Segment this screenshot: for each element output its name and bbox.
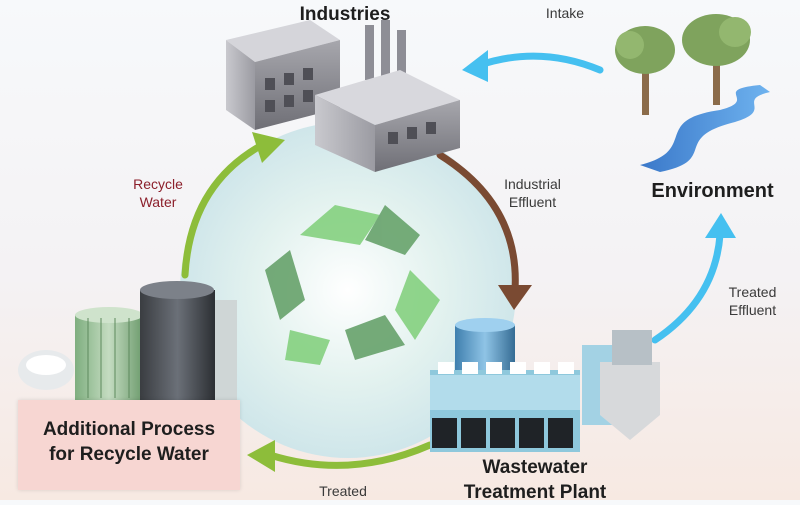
wastewater-treatment-plant-label: Wastewater Treatment Plant xyxy=(463,457,607,503)
intake-arrowhead xyxy=(462,50,488,82)
intake-label: Intake xyxy=(545,5,585,21)
industrial-effluent-arrow xyxy=(436,151,519,294)
recycle-process-tanks-icon xyxy=(18,281,237,400)
recycle-water-arrowhead xyxy=(252,132,285,163)
additional-process-box xyxy=(18,400,240,490)
environment-label: Environment xyxy=(651,180,774,202)
environment-icon xyxy=(615,14,770,172)
industrial-effluent-arrowhead xyxy=(498,285,532,310)
treatment-plant-icon xyxy=(430,318,660,452)
recycle-water-arrow xyxy=(181,141,266,279)
intake-arrow xyxy=(476,52,604,74)
factory-icon xyxy=(226,20,460,172)
industries-label: Industries xyxy=(299,4,391,25)
treated-effluent-arrow xyxy=(651,231,724,344)
recycle-water-label: Recycle Water xyxy=(133,176,183,210)
additional-process-label: Additional Process for Recycle Water xyxy=(42,419,216,465)
treated-label: Treated xyxy=(319,483,367,499)
treated-arrowhead xyxy=(247,440,275,472)
treated-arrow xyxy=(266,441,434,469)
treated-effluent-label: Treated Effluent xyxy=(728,284,777,318)
recycle-symbol-icon xyxy=(265,205,440,365)
treated-effluent-arrowhead xyxy=(705,213,736,238)
industrial-effluent-label: Industrial Effluent xyxy=(504,176,561,210)
